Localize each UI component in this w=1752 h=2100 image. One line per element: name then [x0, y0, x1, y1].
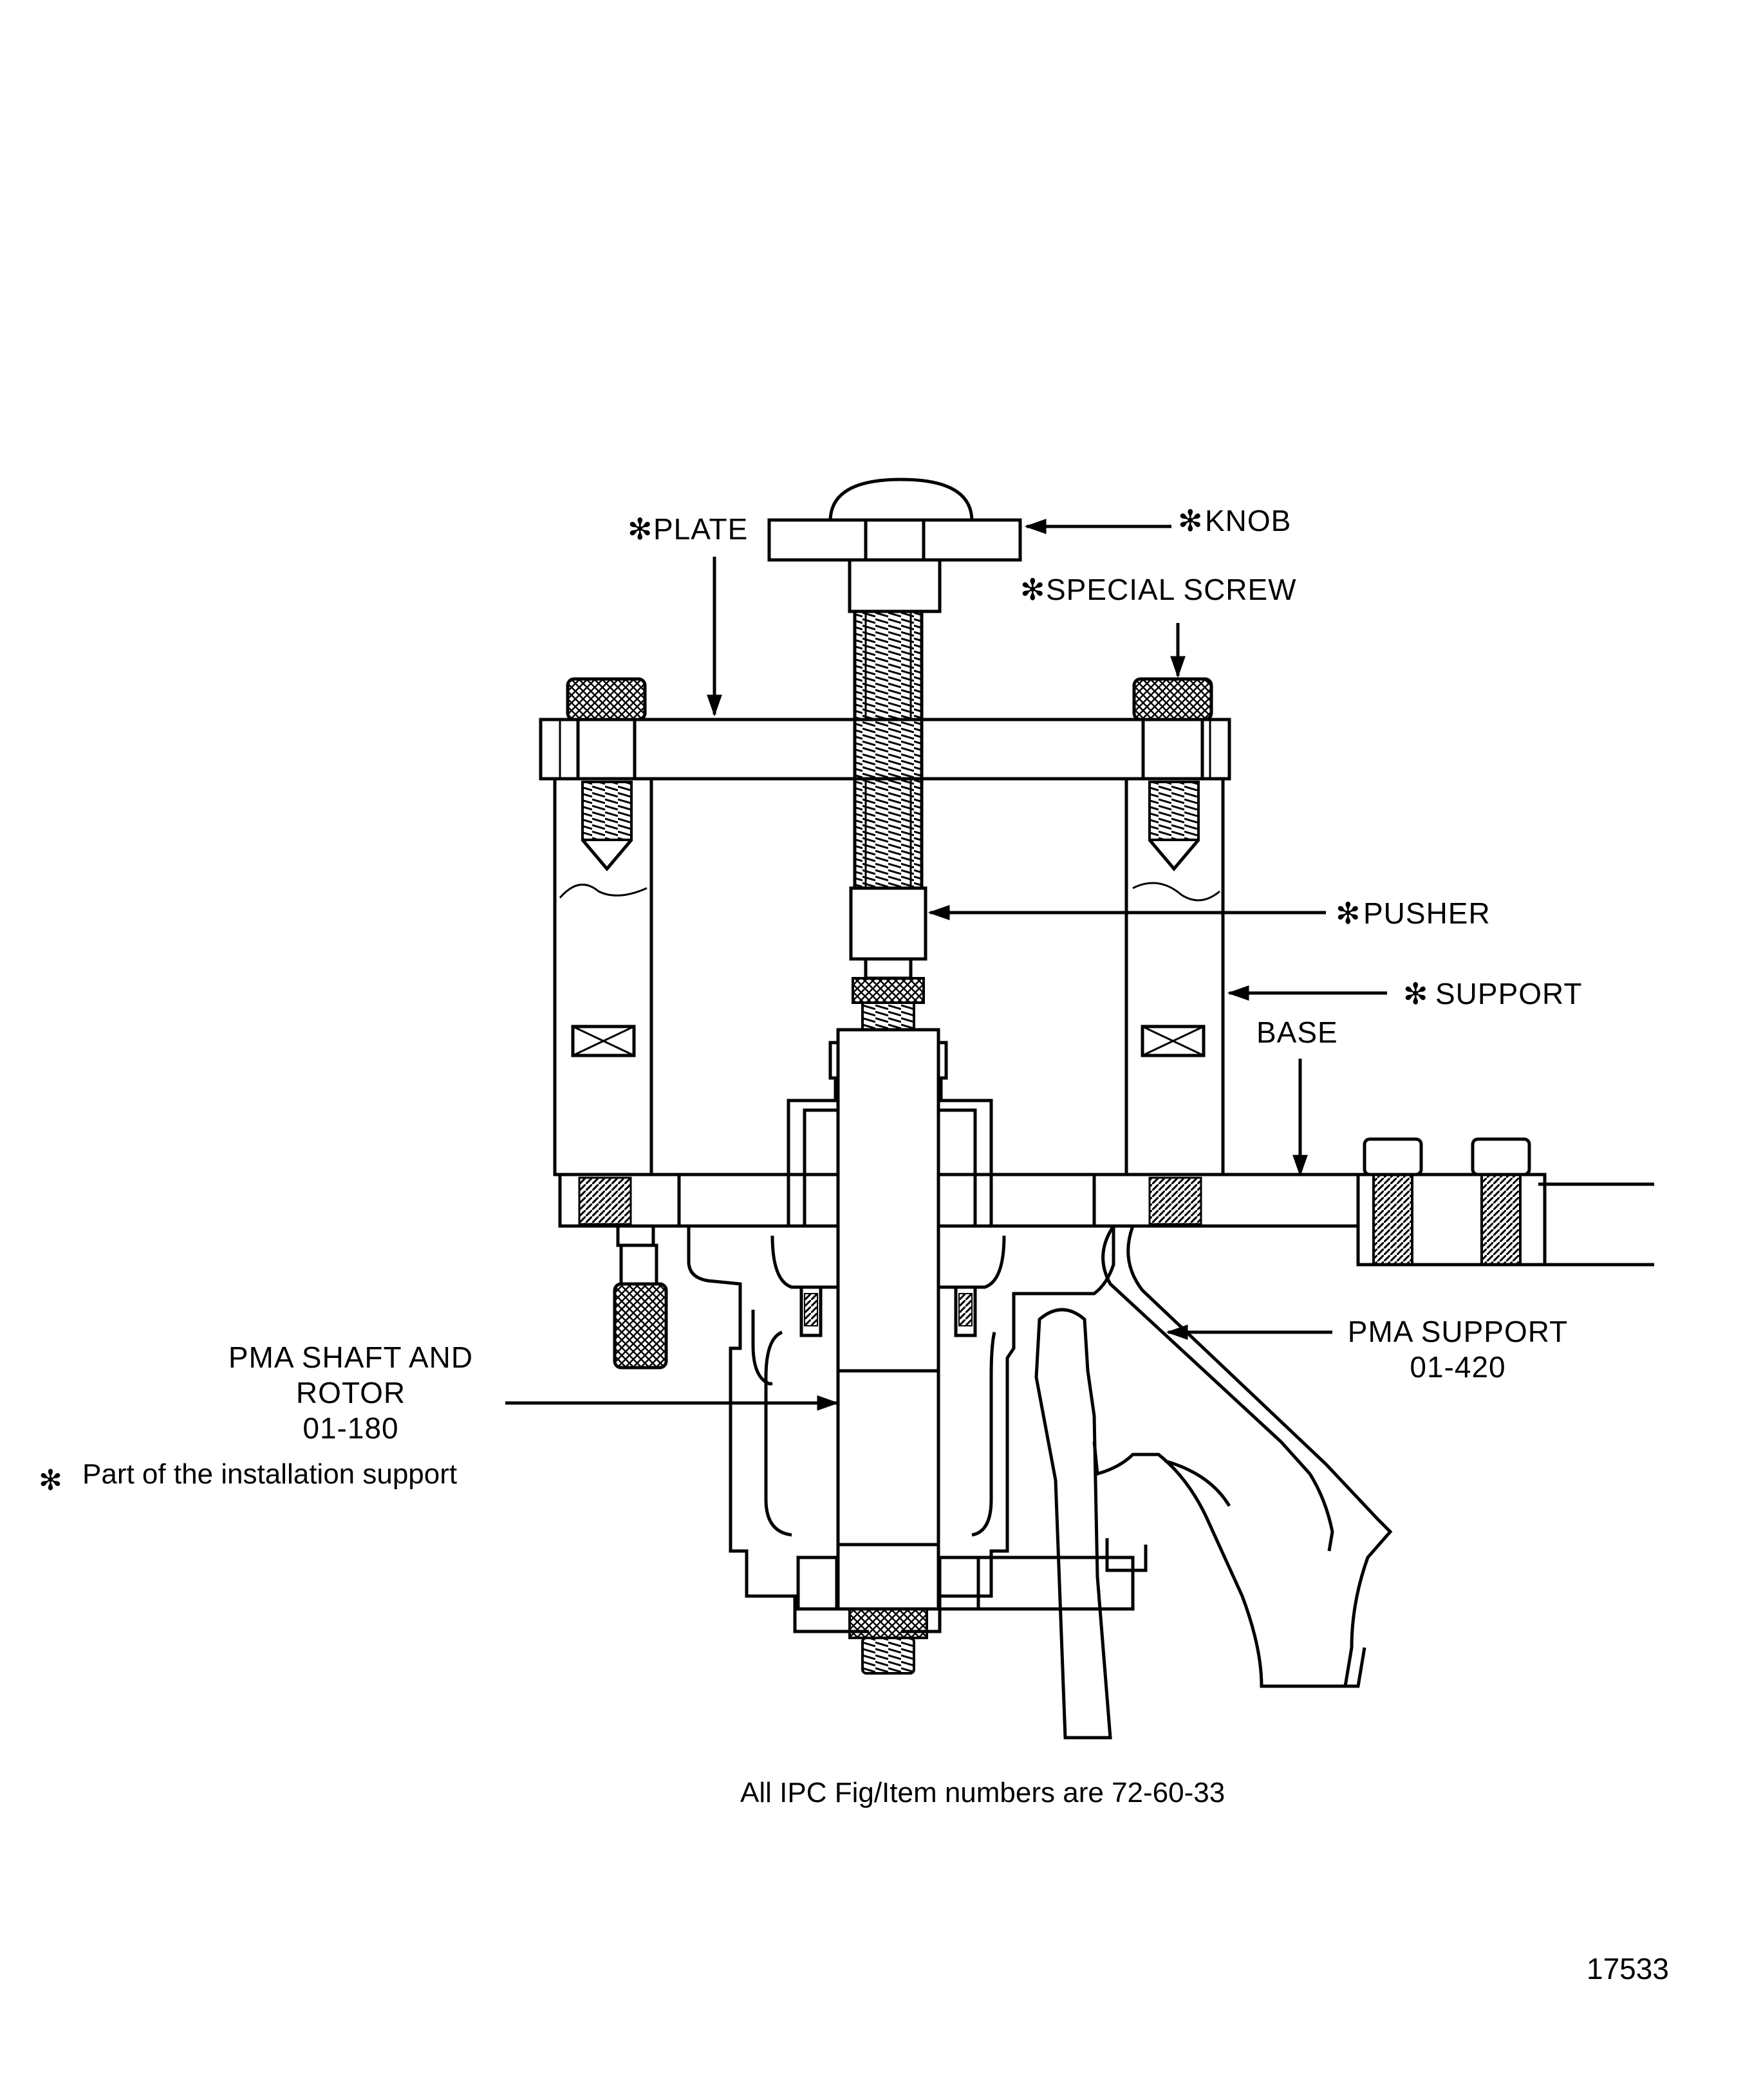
plate-part [539, 718, 1231, 781]
knurled-pin-part [613, 1224, 668, 1370]
legend-text: Part of the installation support [82, 1458, 457, 1490]
figure-number: 17533 [1587, 1952, 1669, 1985]
plate-marker: ✻ [628, 512, 653, 546]
plate-label: PLATE [653, 512, 748, 546]
pma-support-part [1034, 1225, 1393, 1740]
legend-marker: ✻ [39, 1465, 62, 1496]
mechanical-drawing [539, 478, 1654, 1740]
leader-arrows [505, 519, 1387, 1411]
knob-part [767, 478, 1022, 613]
pusher-part [849, 886, 927, 1004]
pma-shaft-label-line3: 01-180 [303, 1411, 398, 1445]
base-part [558, 1137, 1654, 1267]
support-marker: ✻ [1403, 977, 1429, 1010]
labels: ✻ PLATE ✻ KNOB ✻ SPECIAL SCREW ✻ PUSHER … [39, 504, 1669, 1985]
special-screw-marker: ✻ [1020, 573, 1046, 606]
pma-support-label-line1: PMA SUPPORT [1348, 1315, 1568, 1348]
pma-shaft-part [836, 1001, 940, 1675]
support-label: SUPPORT [1435, 977, 1583, 1010]
special-screw-label: SPECIAL SCREW [1046, 573, 1297, 606]
pma-support-label-line2: 01-420 [1410, 1350, 1505, 1384]
figure-caption: All IPC Fig/Item numbers are 72-60-33 [740, 1777, 1225, 1808]
pma-shaft-label-line2: ROTOR [296, 1376, 405, 1409]
knob-marker: ✻ [1178, 504, 1204, 537]
pusher-marker: ✻ [1336, 897, 1361, 930]
knob-label: KNOB [1205, 504, 1291, 537]
base-label: BASE [1256, 1016, 1338, 1049]
pma-shaft-label-line1: PMA SHAFT AND [228, 1341, 473, 1374]
pusher-label: PUSHER [1363, 897, 1491, 930]
